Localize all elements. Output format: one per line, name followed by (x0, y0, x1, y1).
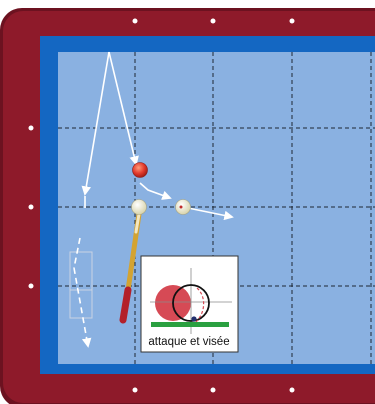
object-ball (176, 200, 191, 215)
aim-inset: attaque et visée (141, 256, 238, 352)
inset-aim-point (191, 316, 196, 321)
inset-label: attaque et visée (148, 336, 229, 348)
object-ball-spot (180, 206, 183, 209)
inset-green-bar (151, 322, 229, 327)
cue-ball (132, 200, 147, 215)
red-ball (133, 163, 148, 178)
